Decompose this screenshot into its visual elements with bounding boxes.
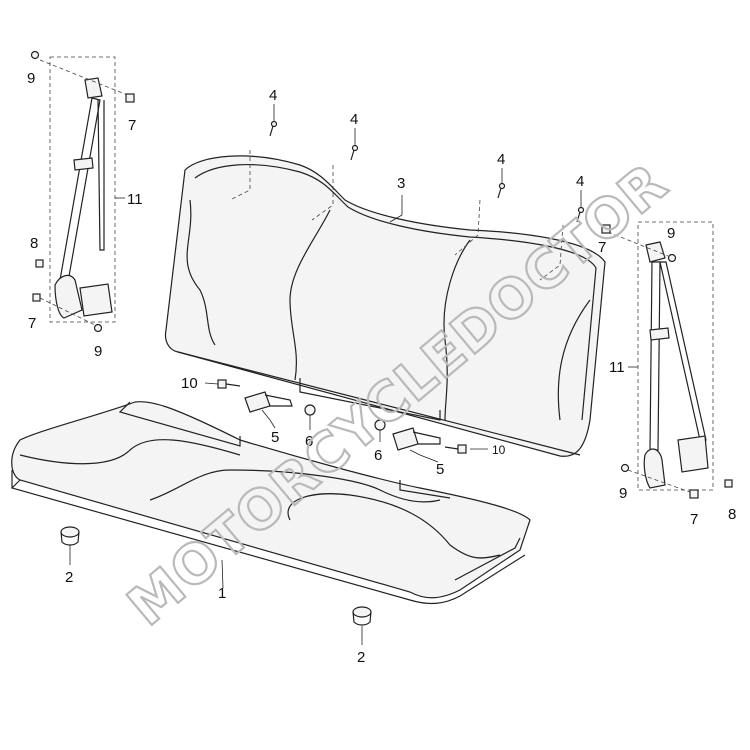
callout-1: 1 [218, 585, 226, 602]
callout-10-left: 10 [181, 375, 198, 392]
bolt-10-right [444, 444, 467, 454]
seat-belt-left [30, 50, 135, 333]
callout-10-right: 10 [492, 443, 506, 457]
callout-11-left: 11 [127, 191, 143, 208]
callout-2-left: 2 [65, 569, 73, 586]
callout-2-right: 2 [357, 649, 365, 666]
callout-8-left: 8 [30, 235, 38, 252]
callout-9-left-bottom: 9 [94, 343, 102, 360]
seat-belt-right [601, 221, 733, 499]
rubber-bumper-right [352, 606, 372, 626]
callout-5-left: 5 [271, 429, 279, 446]
callout-4-b: 4 [350, 111, 358, 128]
callout-7-right-bottom: 7 [690, 511, 698, 528]
bolt-10-left [217, 379, 241, 389]
callout-11-right: 11 [609, 359, 625, 376]
callout-7-left-bottom: 7 [28, 315, 36, 332]
seat-back [164, 150, 606, 457]
seat-cushion [10, 401, 531, 605]
callout-6-left: 6 [305, 433, 313, 450]
callout-4-a: 4 [269, 87, 277, 104]
screw-4-group [269, 120, 585, 223]
callout-9-right-top: 9 [667, 225, 675, 242]
callout-3: 3 [397, 175, 405, 192]
callout-6-right: 6 [374, 447, 382, 464]
callout-4-d: 4 [576, 173, 584, 190]
buckle-right [392, 427, 441, 451]
callout-7-right-top: 7 [598, 239, 606, 256]
callout-9-right-bottom: 9 [619, 485, 627, 502]
callout-8-right: 8 [728, 506, 736, 523]
rubber-bumper-left [60, 526, 80, 546]
callout-4-c: 4 [497, 151, 505, 168]
buckle-left [244, 391, 293, 413]
leader-lines [69, 104, 638, 645]
callout-labels: 1 2 2 3 4 4 4 4 5 5 6 6 7 7 7 7 8 8 9 9 … [27, 70, 736, 666]
callout-7-left-top: 7 [128, 117, 136, 134]
callout-5-right: 5 [436, 461, 444, 478]
callout-9-left-top: 9 [27, 70, 35, 87]
nut-6-left [304, 404, 316, 416]
